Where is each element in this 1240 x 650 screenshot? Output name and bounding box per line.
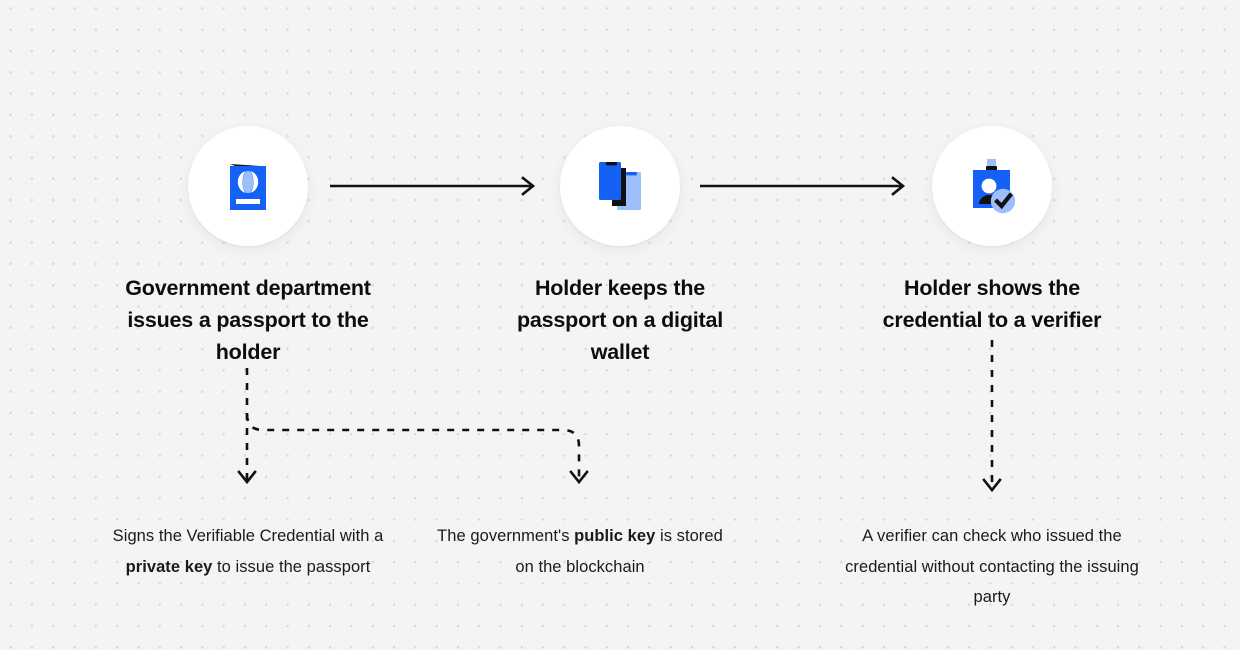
step-3-caption: A verifier can check who issued the cred… — [845, 527, 1139, 606]
flow-arrow-step1-to-step2 — [330, 174, 540, 198]
passport-icon — [216, 154, 280, 218]
dashed-branch-connector-left — [215, 368, 635, 504]
step-2-caption: The government's public key is stored on… — [437, 527, 723, 576]
step-3-title: Holder shows the credential to a verifie… — [882, 276, 1102, 332]
step-1-icon-badge — [188, 126, 308, 246]
digital-wallet-phones-icon — [588, 154, 652, 218]
verified-id-badge-icon — [960, 154, 1024, 218]
flow-arrow-step2-to-step3 — [700, 174, 910, 198]
dashed-connector-right — [955, 340, 1031, 504]
step-2-icon-badge — [560, 126, 680, 246]
step-2-title: Holder keeps the passport on a digital w… — [516, 276, 724, 364]
step-1-title: Government department issues a passport … — [125, 276, 371, 364]
step-3-icon-badge — [932, 126, 1052, 246]
step-1-caption: Signs the Verifiable Credential with a p… — [112, 527, 384, 576]
